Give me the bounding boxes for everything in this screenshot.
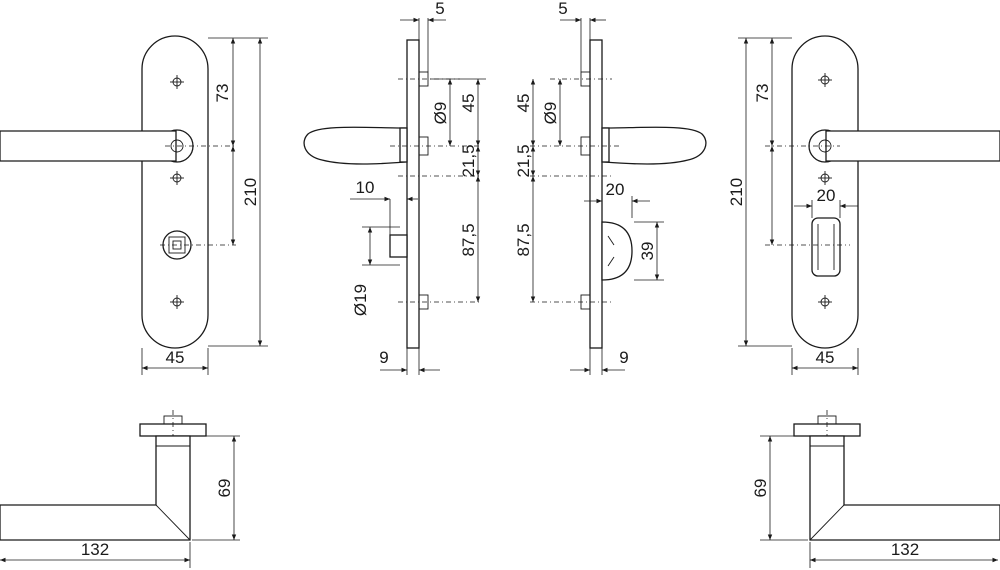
dim-top-offset-right: 5 xyxy=(558,0,567,18)
dim-lever-height: 73 xyxy=(213,84,232,103)
dim-total-height-right: 210 xyxy=(727,178,746,206)
lever-side-profile-right xyxy=(603,126,707,165)
screw-middle-right xyxy=(818,171,832,185)
dim-rose: Ø19 xyxy=(351,284,370,316)
backplate-right xyxy=(791,35,859,349)
top-view-left: 69 132 xyxy=(0,410,240,568)
dim-hole-right: Ø9 xyxy=(541,102,560,125)
dim-hole: Ø9 xyxy=(431,102,450,125)
side-view-left: Ø9 45 21,5 87,5 5 10 Ø19 9 xyxy=(303,0,486,375)
screw-bottom xyxy=(170,295,184,309)
dim-width: 45 xyxy=(166,348,185,367)
dim-thickness-right: 9 xyxy=(619,348,628,367)
dim-axis-gap: 21,5 xyxy=(459,144,478,177)
dim-turn-height: 39 xyxy=(638,242,657,261)
dim-lever-height-right: 73 xyxy=(753,84,772,103)
dim-to-lower-right: 87,5 xyxy=(514,223,533,256)
front-view-right: 73 210 20 45 xyxy=(727,35,1000,375)
dim-to-axis: 45 xyxy=(459,94,478,113)
thumb-turn-front xyxy=(765,217,850,277)
dim-thickness: 9 xyxy=(379,348,388,367)
screw-bottom-right xyxy=(818,295,832,309)
thumb-turn-side xyxy=(601,221,633,281)
top-view-right: 69 132 xyxy=(751,410,1000,568)
dim-width-right: 45 xyxy=(816,348,835,367)
dim-top-offset: 5 xyxy=(435,0,444,18)
dim-turn-width-side: 20 xyxy=(606,180,625,199)
screw-top-right xyxy=(818,73,832,87)
dim-turn-width-front: 20 xyxy=(817,186,836,205)
lever-left xyxy=(0,129,236,163)
lever-side-profile xyxy=(303,126,406,165)
dim-lever-height-top: 69 xyxy=(215,479,234,498)
dim-axis-gap-right: 21,5 xyxy=(514,144,533,177)
lever-plan-left xyxy=(0,435,191,541)
screw-top xyxy=(170,75,184,89)
dim-to-lower: 87,5 xyxy=(459,223,478,256)
plate-side-right xyxy=(589,39,603,349)
dim-to-axis-right: 45 xyxy=(514,94,533,113)
front-view-left: 73 210 45 xyxy=(0,35,268,375)
wc-lock-left xyxy=(160,230,236,260)
side-view-right: Ø9 45 21,5 87,5 5 20 39 9 xyxy=(514,0,707,375)
dim-lever-length: 132 xyxy=(81,540,109,559)
backplate xyxy=(141,35,209,349)
dim-total-height: 210 xyxy=(241,178,260,206)
plate-side xyxy=(406,39,420,349)
dim-lever-length-right: 132 xyxy=(891,540,919,559)
lever-right xyxy=(765,129,1000,163)
screw-middle xyxy=(170,171,184,185)
dim-lever-height-top-right: 69 xyxy=(751,479,770,498)
dim-escutcheon: 10 xyxy=(356,178,375,197)
lever-plan-right xyxy=(809,435,1000,541)
